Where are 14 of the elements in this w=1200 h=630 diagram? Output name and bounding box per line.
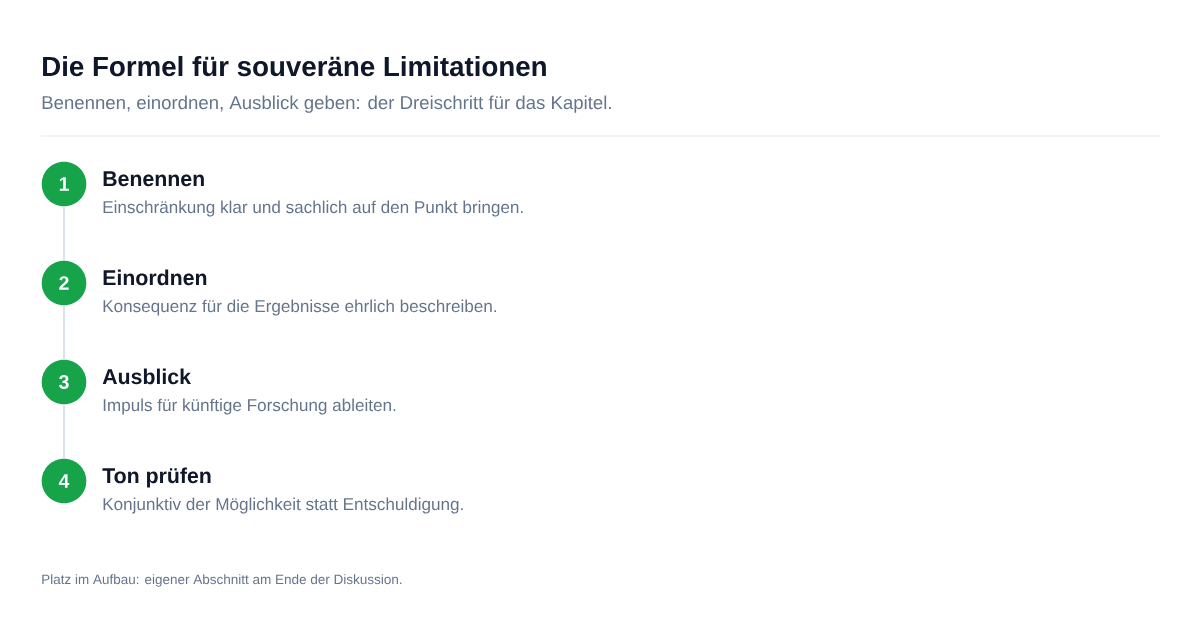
- connector-line: [63, 205, 65, 262]
- step-description: Impuls für künftige Forschung ableiten.: [103, 398, 396, 415]
- step-description: Konjunktiv der Möglichkeit statt Entschuldigung.: [103, 497, 463, 514]
- subtitle-text: Benennen, einordnen, Ausblick geben: der Dreischritt für das Kapitel.: [42, 95, 611, 113]
- step-heading: Einordnen: [103, 269, 207, 286]
- title-text: Die Formel für souveräne Limitationen: [43, 55, 546, 77]
- step-description: Konsequenz für die Ergebnisse ehrlich beschreiben.: [103, 299, 496, 316]
- connector-line: [63, 403, 65, 460]
- step-heading: Benennen: [103, 171, 204, 187]
- footnote-text: Platz im Aufbau: eigener Abschnitt am Ende der Diskussion.: [42, 574, 402, 587]
- step-heading: Ausblick: [102, 368, 191, 385]
- connector-line: [63, 304, 65, 361]
- step-heading: Ton prüfen: [102, 467, 211, 488]
- step-description: Einschränkung klar und sachlich auf den Punkt bringen.: [103, 200, 523, 217]
